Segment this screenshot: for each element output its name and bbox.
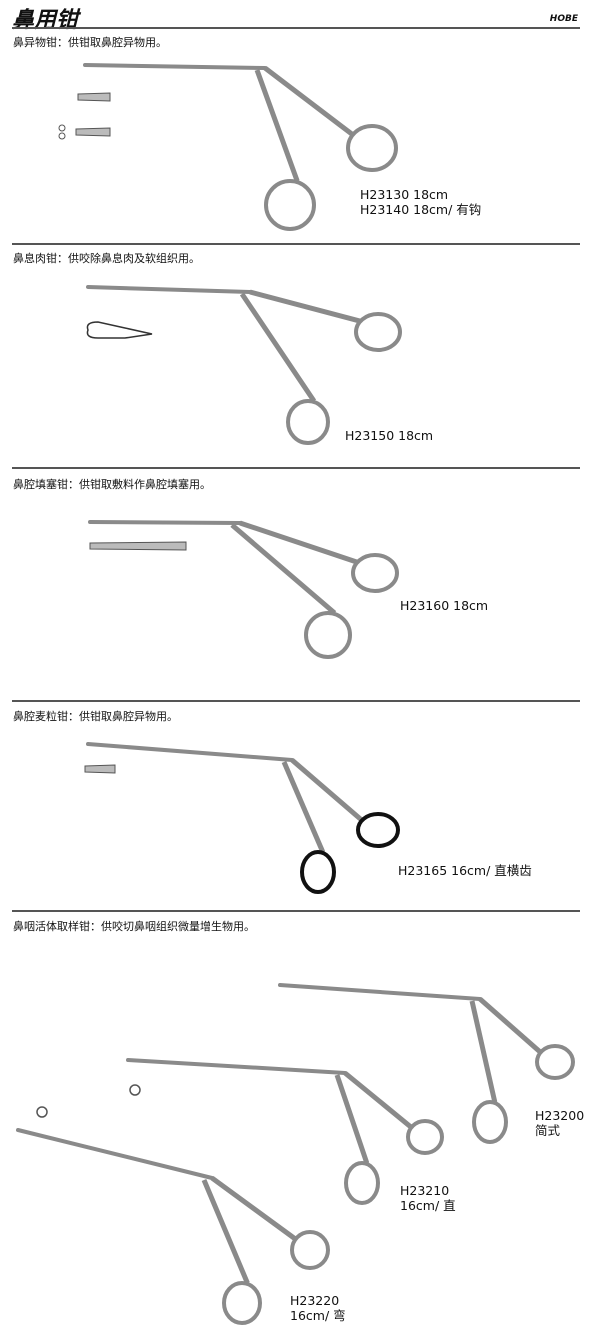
forceps-handle (239, 520, 359, 565)
forceps-handle (290, 758, 364, 823)
finger-ring (290, 1230, 330, 1270)
finger-ring (535, 1044, 575, 1080)
forceps-handle (230, 523, 337, 615)
forceps-handle (334, 1074, 370, 1164)
forceps-handle (239, 292, 317, 403)
forceps-shaft (126, 1058, 347, 1075)
forceps-handle (281, 761, 326, 853)
divider (12, 467, 580, 469)
section-caption: 鼻异物钳：供钳取鼻腔异物用。 (13, 36, 167, 49)
product-code: H23130 18cm (360, 187, 449, 202)
divider (12, 910, 580, 912)
divider (12, 700, 580, 702)
forceps-handle (478, 997, 543, 1055)
forceps-shaft (88, 520, 242, 525)
product-code: H23200 (535, 1108, 585, 1123)
jaw-detail-icon (89, 541, 187, 551)
jaw-detail-icon (129, 1084, 141, 1096)
forceps-handle (343, 1071, 413, 1130)
forceps-handle (249, 289, 362, 324)
finger-ring (222, 1281, 262, 1325)
finger-ring (344, 1161, 380, 1205)
product-code: H23220 (290, 1293, 340, 1308)
finger-ring (346, 124, 398, 172)
product-code: H23140 18cm/ 有钩 (360, 202, 482, 217)
forceps-shaft (86, 285, 252, 294)
finger-ring (356, 812, 400, 848)
product-code: H23160 18cm (400, 598, 489, 613)
forceps-handle (210, 1175, 298, 1242)
product-code: H23165 16cm/ 直横齿 (398, 863, 532, 878)
forceps-handle (469, 1000, 498, 1103)
loop-jaw-icon (86, 321, 153, 339)
forceps-shaft (83, 63, 267, 70)
product-variant: 简式 (535, 1123, 561, 1138)
finger-ring (351, 553, 399, 593)
jaw-detail-icon (77, 92, 111, 102)
section-caption: 鼻腔麦粒钳：供钳取鼻腔异物用。 (13, 710, 178, 723)
divider (12, 243, 580, 245)
product-variant: 16cm/ 直 (400, 1198, 456, 1213)
finger-ring (300, 850, 336, 894)
finger-ring (286, 399, 330, 445)
product-code: H23210 (400, 1183, 450, 1198)
forceps-shaft (86, 742, 294, 762)
finger-ring (406, 1119, 444, 1155)
jaw-detail-icon (75, 127, 111, 137)
product-code: H23150 18cm (345, 428, 434, 443)
forceps-handle (201, 1179, 250, 1284)
forceps-shaft (278, 983, 482, 1001)
finger-ring (354, 312, 402, 352)
section-caption: 鼻咽活体取样钳：供咬切鼻咽组织微量增生物用。 (13, 920, 255, 933)
hook-detail-icon (58, 132, 66, 140)
jaw-detail-icon (84, 764, 116, 774)
section-caption: 鼻腔填塞钳：供钳取敷料作鼻腔填塞用。 (13, 478, 211, 491)
hook-detail-icon (58, 124, 66, 132)
brand-logo: HOBE (549, 14, 578, 24)
forceps-shaft (16, 1128, 214, 1180)
forceps-handle (263, 66, 355, 137)
jaw-detail-icon (36, 1106, 48, 1118)
finger-ring (264, 179, 316, 231)
divider (12, 27, 580, 29)
finger-ring (472, 1100, 508, 1144)
forceps-handle (254, 69, 300, 182)
section-caption: 鼻息肉钳：供咬除鼻息肉及软组织用。 (13, 252, 200, 265)
product-variant: 16cm/ 弯 (290, 1308, 346, 1323)
finger-ring (304, 611, 352, 659)
